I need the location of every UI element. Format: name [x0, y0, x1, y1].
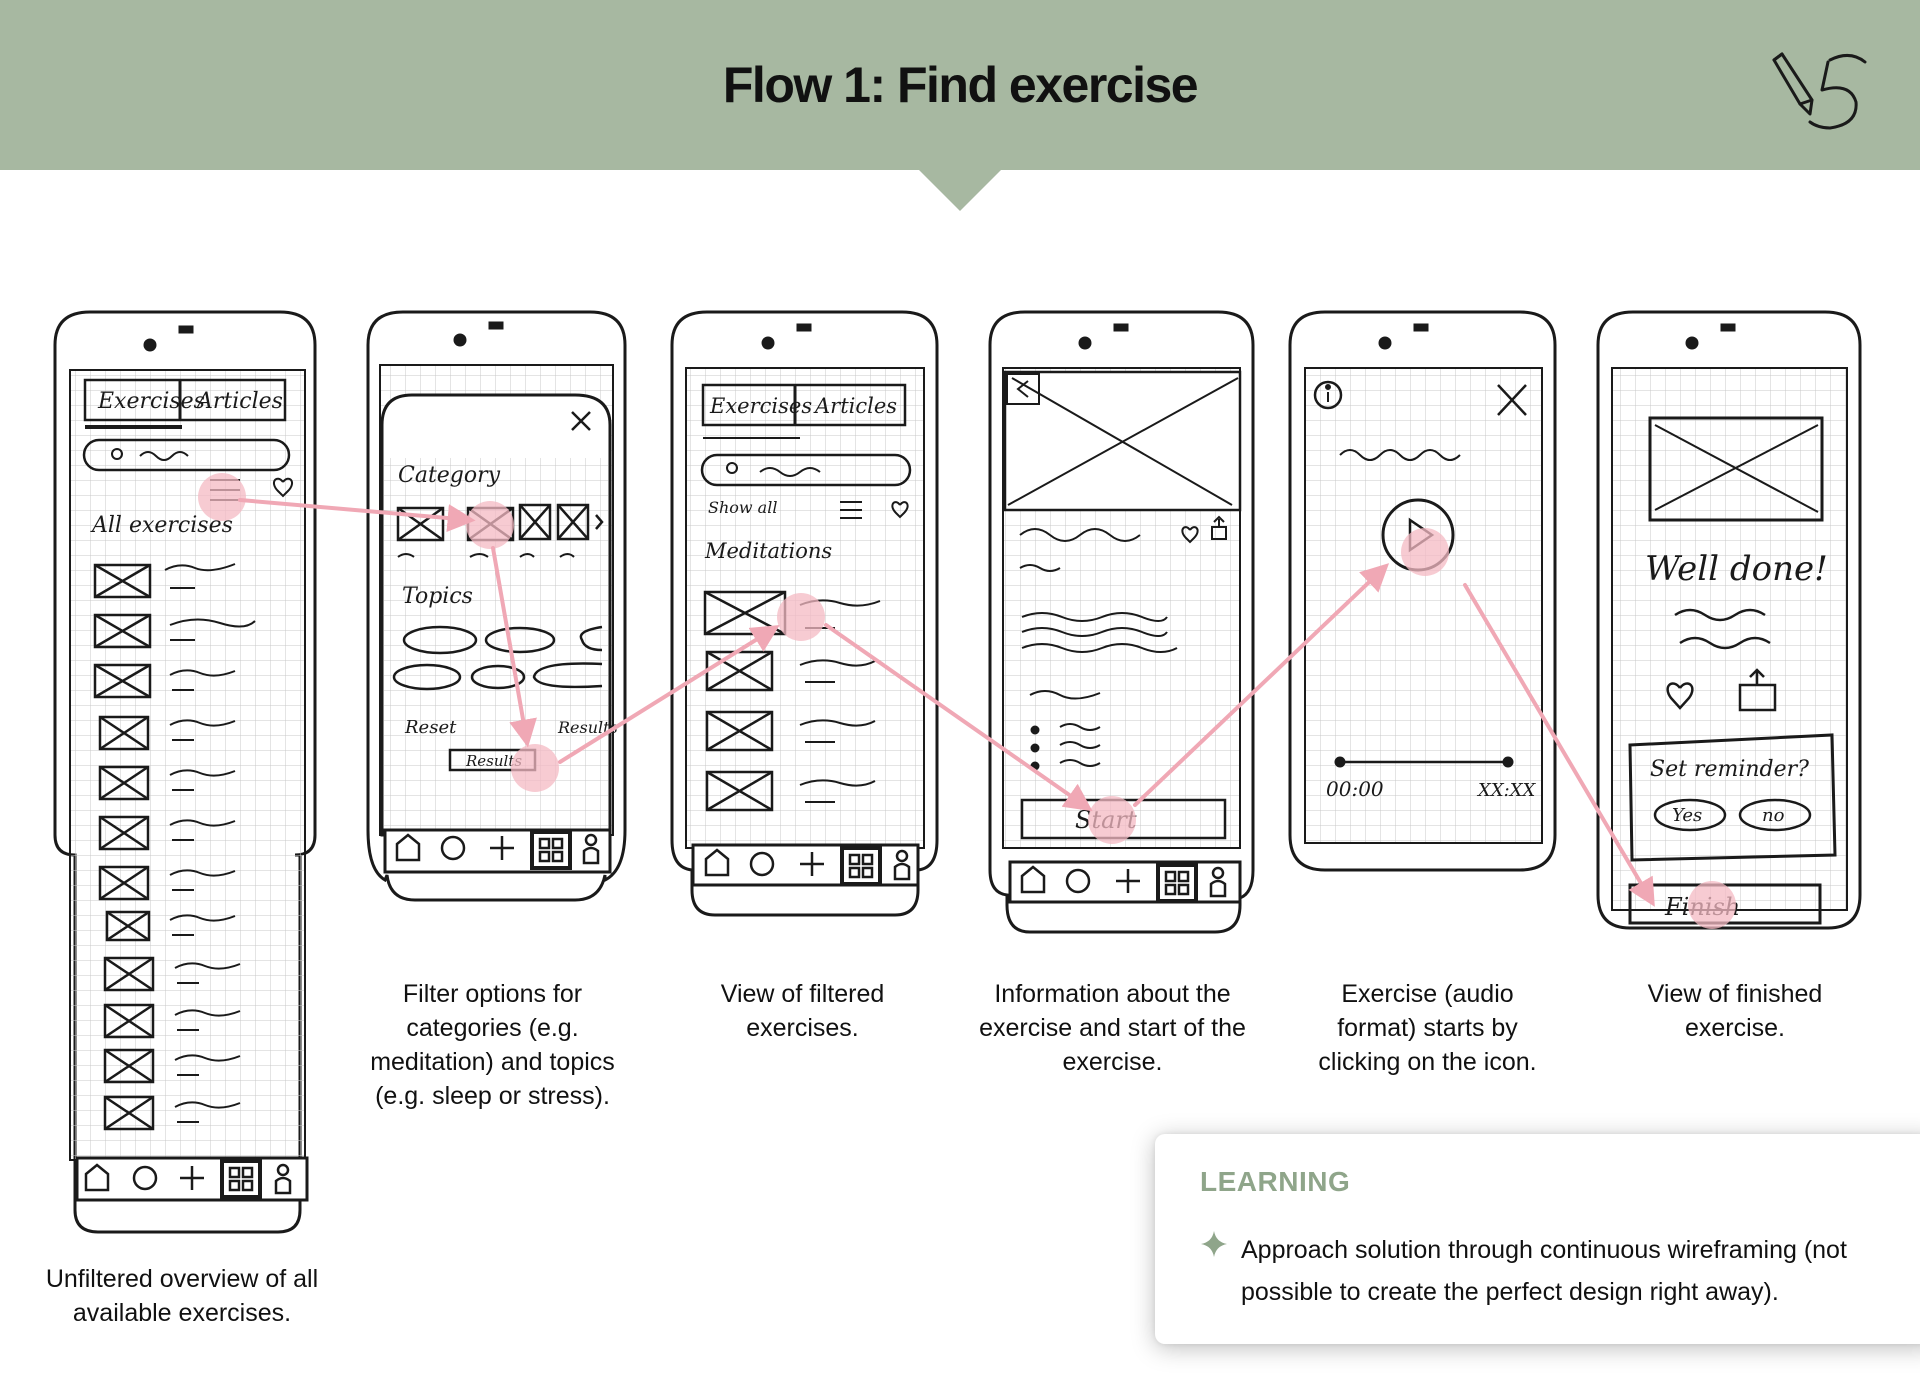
- phone-6-finished: [1596, 310, 1862, 930]
- p1-tab-articles: Articles: [195, 389, 283, 414]
- sparkle-icon: [1201, 1231, 1227, 1257]
- p3-tab-exercises: Exercises: [709, 394, 812, 418]
- caption-4: Information about the exercise and start…: [979, 980, 1246, 1076]
- p3-tab-articles: Articles: [813, 394, 897, 418]
- p2-results-button: Results: [465, 752, 522, 770]
- p3-show-all: Show all: [708, 498, 777, 517]
- p1-tab-exercises: Exercises: [97, 389, 205, 414]
- header-banner: [0, 0, 1920, 170]
- p5-time-start: 00:00: [1326, 777, 1384, 801]
- caption-5: Exercise (audio format) starts by clicki…: [1318, 980, 1537, 1076]
- caption-3: View of filtered exercises.: [720, 980, 885, 1042]
- caption-2: Filter options for categories (e.g. medi…: [370, 980, 615, 1110]
- p2-reset-label: Reset: [404, 717, 457, 738]
- flow-arrows: [198, 473, 1736, 929]
- page-title: Flow 1: Find exercise: [722, 57, 1199, 113]
- p2-category-label: Category: [398, 463, 501, 488]
- p2-results-label: Results: [557, 718, 618, 737]
- p3-section-title: Meditations: [704, 539, 832, 563]
- flow-arrow-lines: [238, 498, 1655, 907]
- learning-title: LEARNING: [1200, 1166, 1351, 1197]
- phone-1-all-exercises: [53, 310, 317, 1234]
- caption-6: View of finished exercise.: [1647, 980, 1823, 1042]
- p5-time-end: XX:XX: [1476, 780, 1537, 801]
- caption-1: Unfiltered overview of all available exe…: [45, 1265, 319, 1327]
- pencil-signature-icon: [1772, 52, 1867, 130]
- phone-4-details: [988, 310, 1255, 934]
- p2-topics-label: Topics: [402, 584, 473, 609]
- p6-no: no: [1762, 805, 1785, 826]
- header-pointer: [918, 169, 1002, 211]
- phone-2-filter: [366, 310, 627, 902]
- learning-card: LEARNING Approach solution through conti…: [1155, 1134, 1920, 1344]
- learning-text: Approach solution through continuous wir…: [1241, 1236, 1847, 1306]
- p6-headline: Well done!: [1645, 549, 1828, 589]
- p6-reminder: Set reminder?: [1650, 757, 1809, 782]
- p6-yes: Yes: [1672, 805, 1702, 826]
